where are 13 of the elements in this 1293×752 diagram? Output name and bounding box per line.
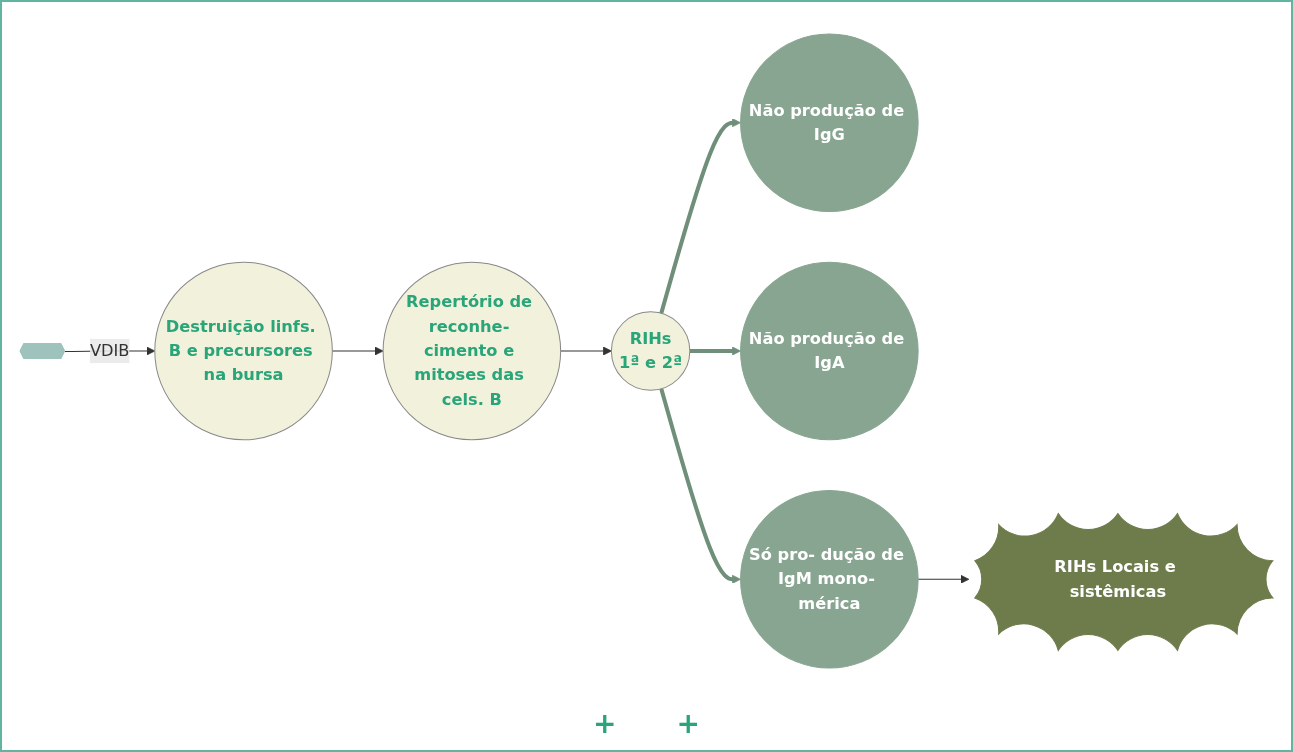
plus-sign: +	[676, 707, 700, 740]
node-circle: Só pro- dução de IgM mono- mérica	[740, 490, 919, 669]
plus-sign: +	[593, 707, 617, 740]
arrow	[560, 346, 612, 356]
node-circle: Repertório de reconhe- cimento e mitoses das cels. B	[382, 261, 562, 441]
node-circle: Destruição linfs. B e precursores na bursa	[154, 261, 333, 441]
edge-label: VDIB	[89, 340, 130, 361]
arrow	[659, 388, 741, 584]
arrow	[659, 118, 741, 314]
arrow	[689, 346, 741, 356]
node-circle: Não produção de IgA	[740, 261, 919, 441]
node-circle: Não produção de IgG	[740, 33, 919, 212]
node-circle: RIHs 1ª e 2ª	[610, 311, 691, 391]
